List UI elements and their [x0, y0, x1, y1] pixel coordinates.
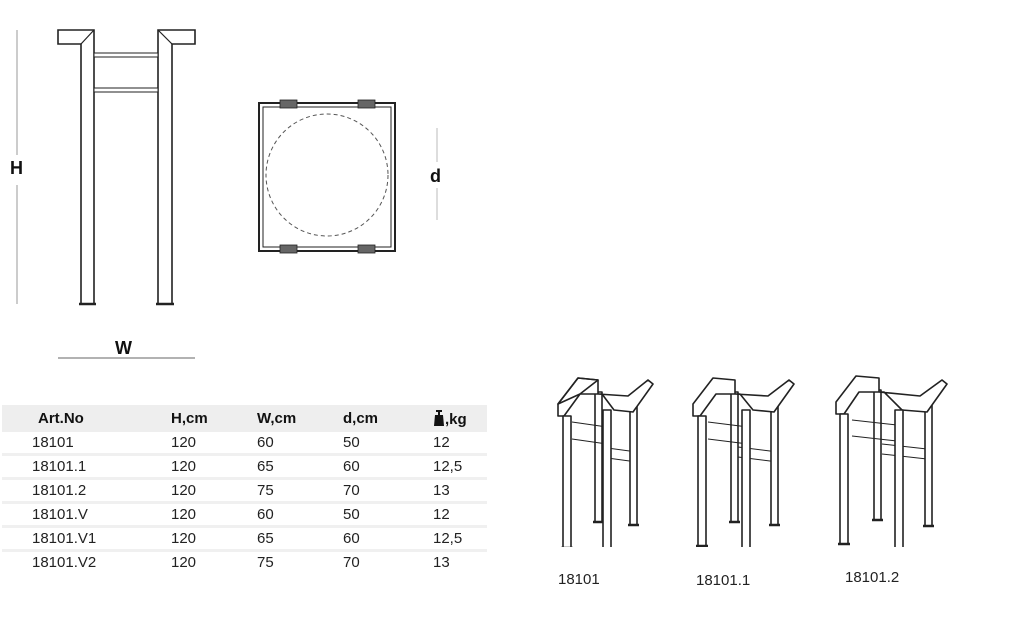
variant-drawing-18101 — [557, 377, 654, 547]
header-depth: d,cm — [343, 405, 433, 432]
cell-height: 120 — [171, 432, 257, 456]
cell-weight: 12 — [433, 432, 487, 456]
header-height: H,cm — [171, 405, 257, 432]
cell-depth: 60 — [343, 454, 433, 480]
variant-caption: 18101.1 — [696, 572, 751, 589]
cell-art-no: 18101.2 — [2, 478, 171, 504]
header-weight-unit: ,kg — [445, 410, 467, 428]
height-label: H — [10, 158, 23, 178]
cell-depth: 70 — [343, 554, 360, 571]
cell-art-no: 18101.V2 — [32, 554, 97, 571]
table-row: 18101.1 120 65 60 12,5 — [2, 454, 487, 480]
cell-weight: 12,5 — [433, 454, 487, 480]
cell-weight: 12,5 — [433, 526, 487, 552]
cell-height: 120 — [171, 526, 257, 552]
header-art-no: Art.No — [2, 405, 171, 432]
cell-depth: 50 — [343, 432, 433, 456]
table-row: 18101.2 120 75 70 13 — [2, 478, 487, 504]
variant-drawing-18101-1 — [692, 377, 795, 547]
cell-width: 60 — [257, 502, 343, 528]
cell-width: 75 — [257, 554, 274, 571]
cell-art-no: 18101.V1 — [2, 526, 171, 552]
variant-caption: 18101.2 — [845, 569, 900, 586]
table-row: 18101.V 120 60 50 12 — [2, 502, 487, 528]
variant-caption: 18101 — [558, 571, 600, 588]
table-row: 18101.V1 120 65 60 12,5 — [2, 526, 487, 552]
cell-height: 120 — [171, 478, 257, 504]
header-width: W,cm — [257, 405, 343, 432]
cell-weight: 12 — [433, 502, 487, 528]
cell-depth: 50 — [343, 502, 433, 528]
cell-width: 65 — [257, 454, 343, 480]
cell-width: 75 — [257, 478, 343, 504]
header-weight: ,kg — [433, 405, 487, 432]
width-label: W — [115, 338, 132, 358]
cell-width: 60 — [257, 432, 343, 456]
spec-table: Art.No H,cm W,cm d,cm ,kg 18101 120 60 5… — [2, 405, 487, 573]
table-header-row: Art.No H,cm W,cm d,cm ,kg — [2, 405, 487, 432]
variant-drawing-18101-2 — [835, 375, 948, 547]
cell-width: 65 — [257, 526, 343, 552]
cell-art-no: 18101.1 — [2, 454, 171, 480]
weight-icon — [434, 409, 444, 426]
table-row: 18101 120 60 50 12 — [2, 432, 487, 456]
top-view-drawing — [258, 99, 438, 254]
cell-art-no: 18101.V — [2, 502, 171, 528]
cell-depth: 70 — [343, 478, 433, 504]
front-view-drawing — [16, 29, 196, 359]
cell-height: 120 — [171, 454, 257, 480]
table-row: 18101.V2 120 75 70 13 — [2, 551, 487, 574]
cell-depth: 60 — [343, 526, 433, 552]
depth-label: d — [430, 166, 441, 186]
cell-height: 120 — [171, 502, 257, 528]
cell-weight: 13 — [433, 478, 487, 504]
cell-weight: 13 — [433, 554, 450, 571]
cell-height: 120 — [171, 554, 197, 571]
cell-art-no: 18101 — [2, 432, 171, 456]
